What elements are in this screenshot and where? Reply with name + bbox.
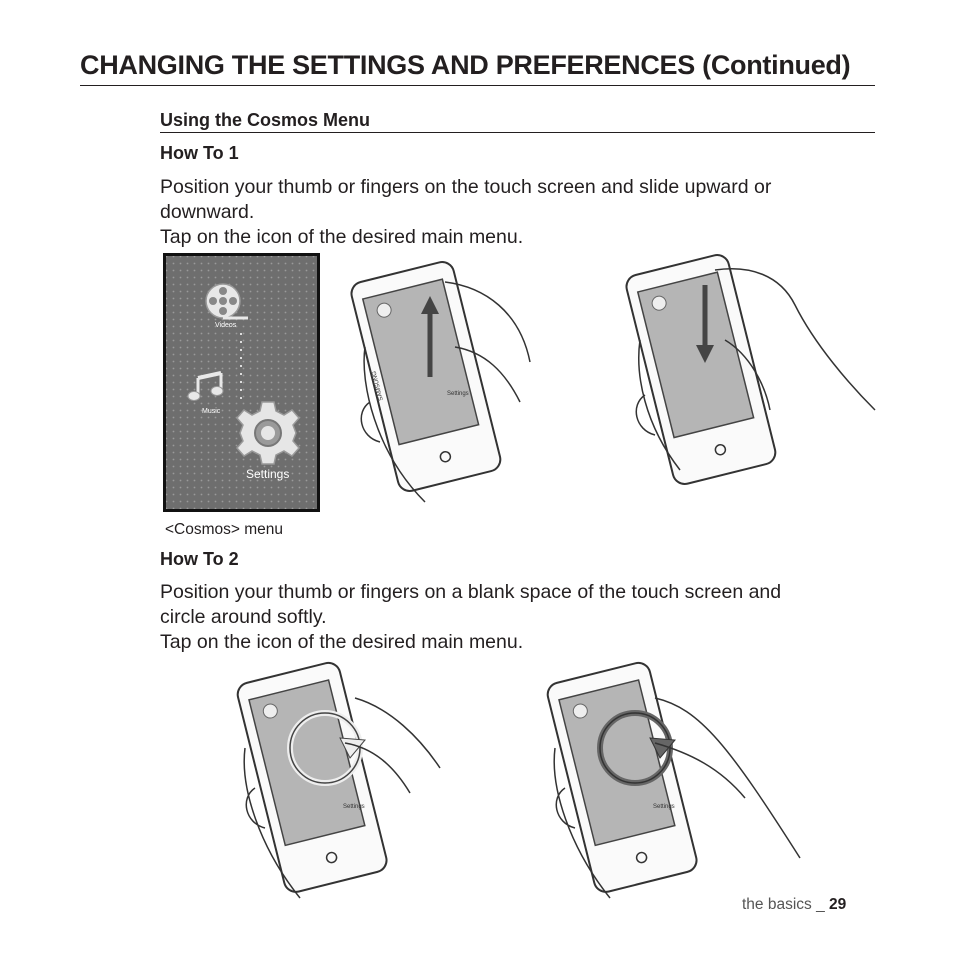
device-settings-label-2: Settings xyxy=(343,804,365,810)
footer-section: the basics _ xyxy=(742,896,830,913)
page-footer: the basics _ 29 xyxy=(742,896,846,914)
cosmos-menu-screen: Videos Music Settings xyxy=(163,253,320,512)
videos-icon xyxy=(205,283,248,320)
how-to-1-line-1: Position your thumb or fingers on the to… xyxy=(160,176,772,198)
music-label: Music xyxy=(202,408,221,415)
videos-label: Videos xyxy=(215,322,237,329)
settings-label: Settings xyxy=(246,467,289,481)
how-to-2-heading: How To 2 xyxy=(160,549,239,569)
settings-icon xyxy=(236,401,300,465)
how-to-2-line-2: circle around softly. xyxy=(160,606,327,628)
how-to-1-line-3: Tap on the icon of the desired main menu… xyxy=(160,226,524,248)
device-settings-label: Settings xyxy=(447,391,469,397)
how-to-1-text: Position your thumb or fingers on the to… xyxy=(160,175,880,250)
circle-gesture-illustration-1: Settings xyxy=(236,661,441,899)
page-number: 29 xyxy=(829,896,847,913)
swipe-down-illustration xyxy=(625,254,876,485)
how-to-1-heading: How To 1 xyxy=(160,143,239,163)
how-to-1-line-2: downward. xyxy=(160,201,255,223)
how-to-2-text: Position your thumb or fingers on a blan… xyxy=(160,580,880,655)
section-heading: Using the Cosmos Menu xyxy=(160,110,875,133)
circle-gesture-illustration-2: Settings xyxy=(546,661,801,899)
device-settings-label-3: Settings xyxy=(653,804,675,810)
how-to-2-line-1: Position your thumb or fingers on a blan… xyxy=(160,581,782,603)
cosmos-caption: <Cosmos> menu xyxy=(165,521,284,538)
music-icon xyxy=(187,371,224,401)
how-to-2-line-3: Tap on the icon of the desired main menu… xyxy=(160,631,524,653)
swipe-up-illustration: SAMSUNG Settings xyxy=(350,261,531,503)
page-title: CHANGING THE SETTINGS AND PREFERENCES (C… xyxy=(80,50,875,86)
